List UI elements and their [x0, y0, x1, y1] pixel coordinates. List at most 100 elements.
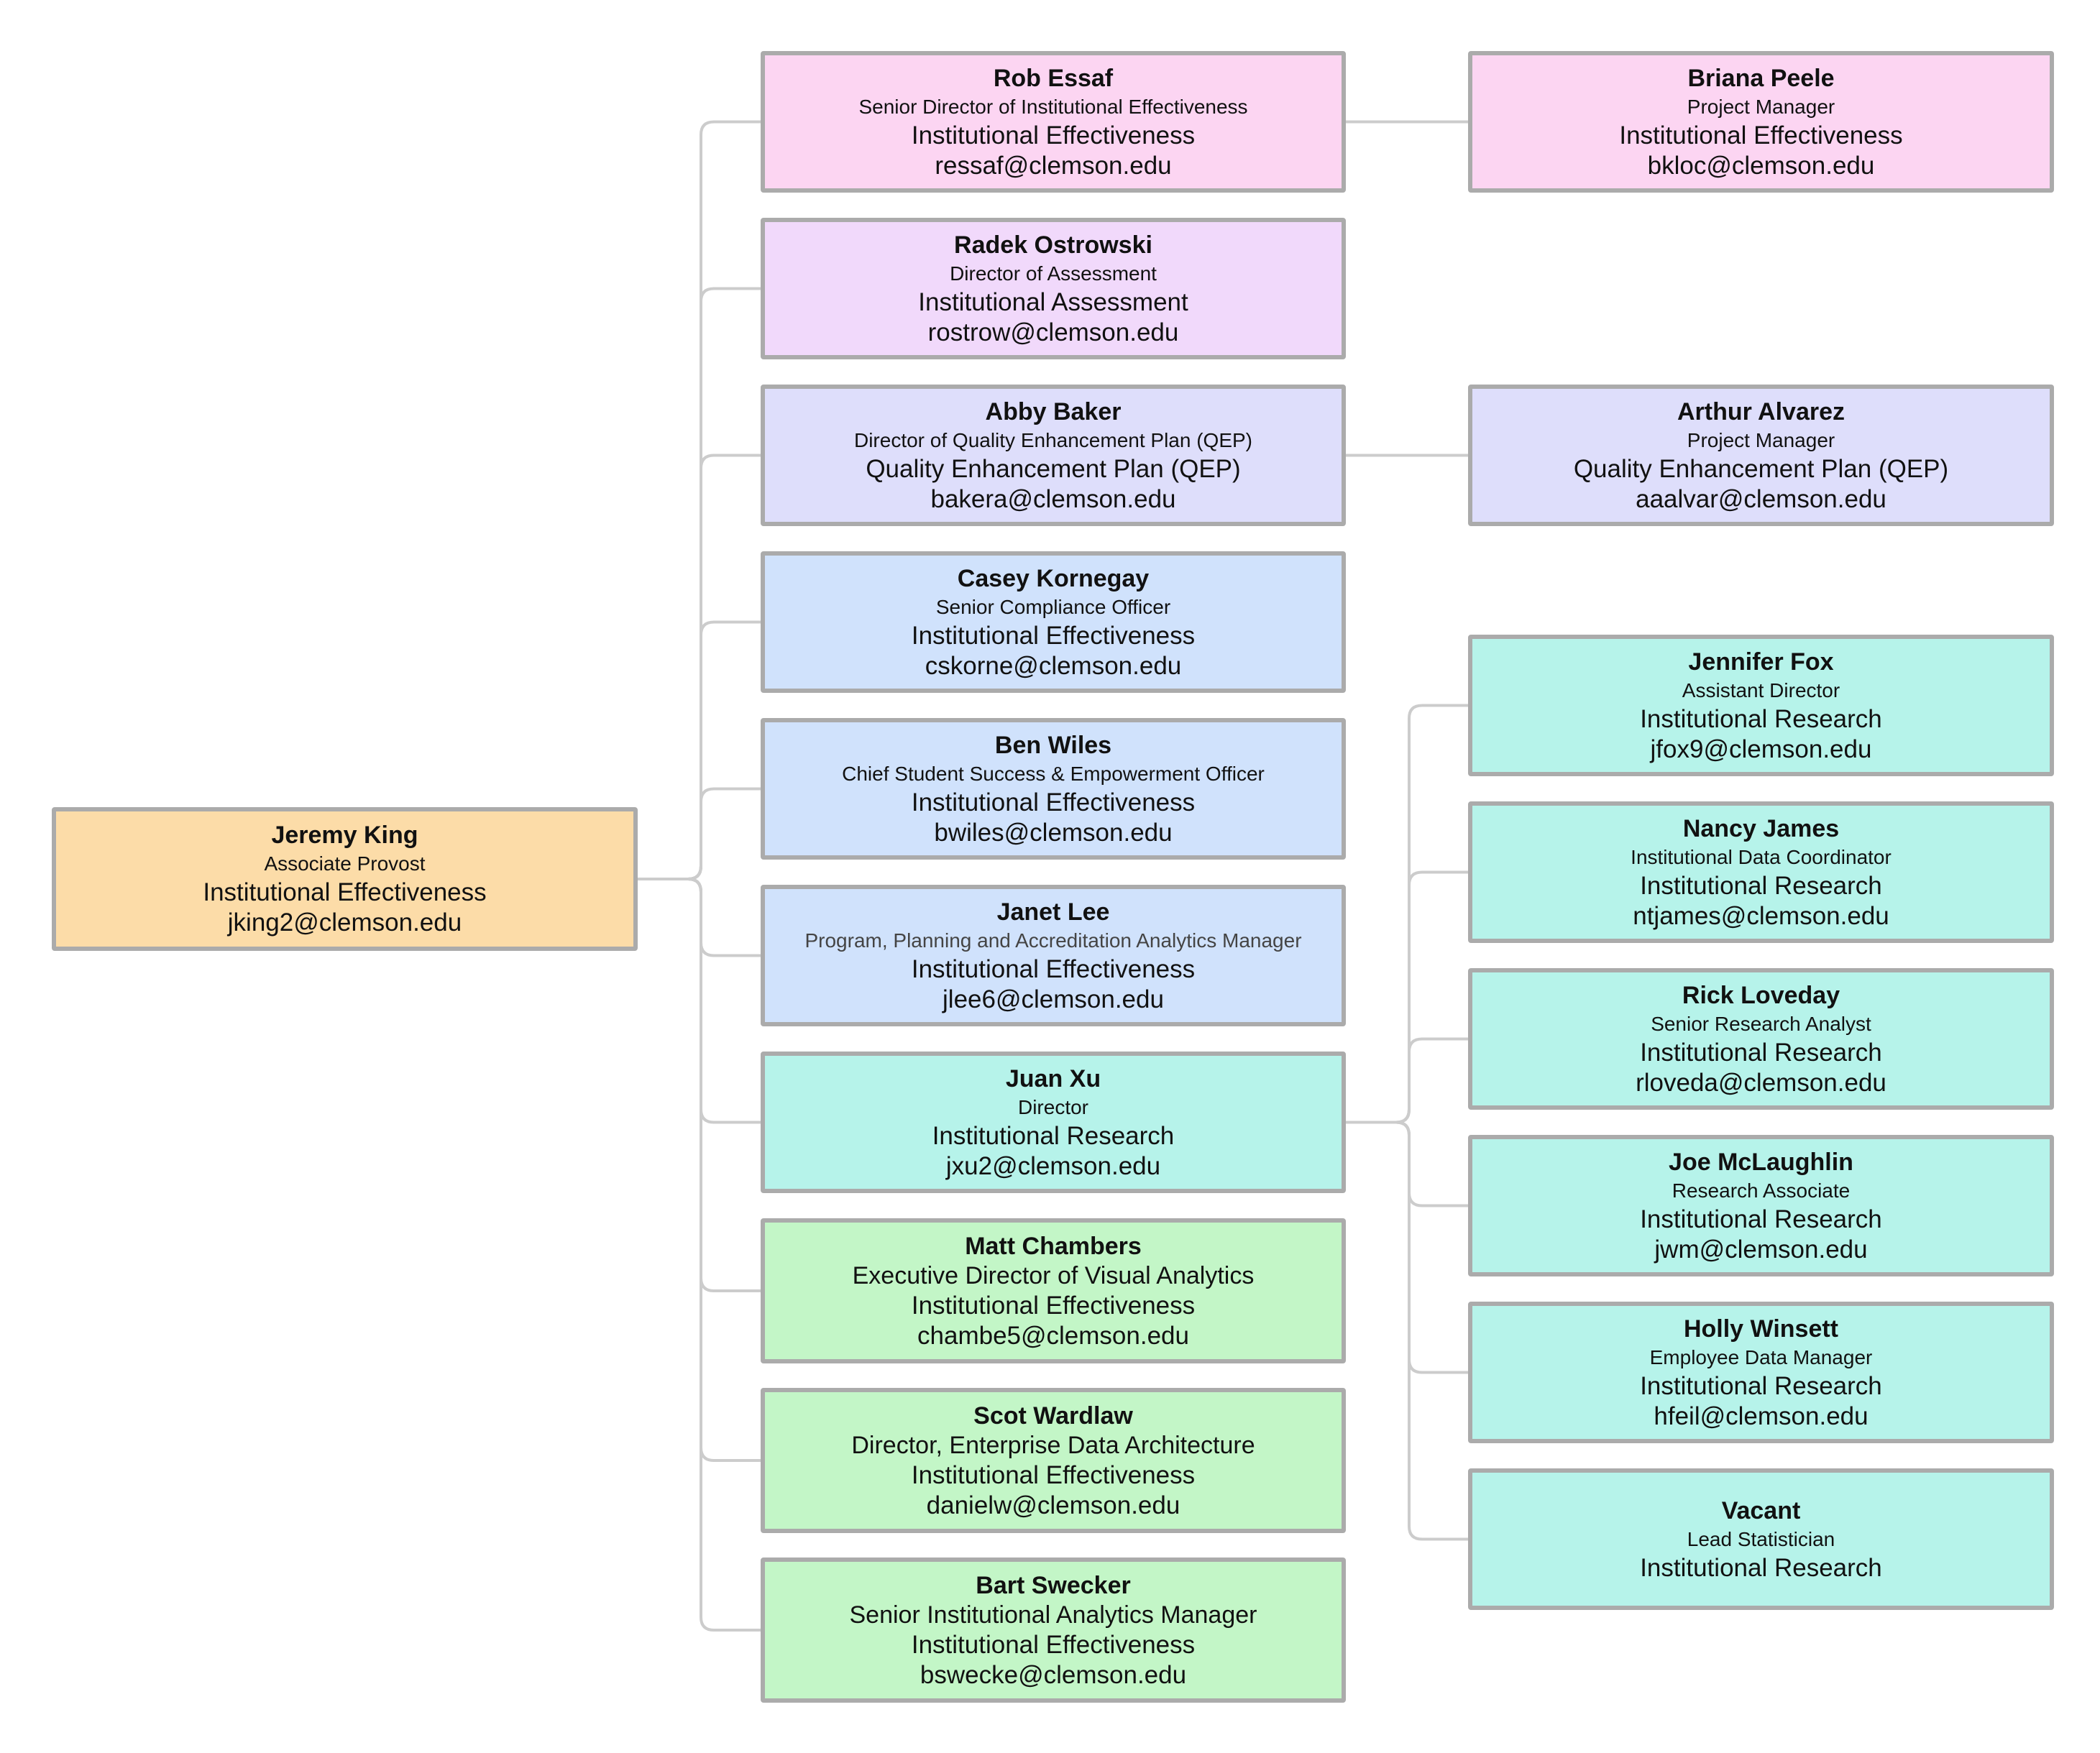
node-email: ressaf@clemson.edu [935, 151, 1172, 180]
node-name: Ben Wiles [994, 731, 1112, 759]
node-title: Senior Compliance Officer [935, 595, 1171, 618]
node-email: cskorne@clemson.edu [925, 651, 1182, 680]
node-email: hfeil@clemson.edu [1654, 1402, 1869, 1430]
connector-line [1346, 870, 1468, 1124]
node-title: Project Manager [1687, 95, 1835, 118]
node-title: Associate Provost [264, 852, 426, 875]
node-email: rostrow@clemson.edu [927, 318, 1179, 346]
node-title: Chief Student Success & Empowerment Offi… [842, 762, 1265, 785]
node-title: Senior Director of Institutional Effecti… [858, 95, 1248, 118]
connector-line [687, 454, 761, 880]
node-department: Institutional Research [1640, 1553, 1882, 1582]
node-rick-loveday[interactable]: Rick Loveday Senior Research Analyst Ins… [1468, 968, 2054, 1110]
node-email: jfox9@clemson.edu [1650, 735, 1872, 763]
node-name: Rick Loveday [1682, 981, 1840, 1009]
node-title: Senior Research Analyst [1651, 1012, 1871, 1035]
node-department: Institutional Effectiveness [911, 954, 1196, 983]
node-arthur-alvarez[interactable]: Arthur Alvarez Project Manager Quality E… [1468, 385, 2054, 526]
node-name: Joe McLaughlin [1669, 1148, 1853, 1176]
node-title: Research Associate [1672, 1179, 1851, 1202]
node-department: Institutional Research [1640, 1038, 1882, 1067]
node-jeremy-king[interactable]: Jeremy King Associate Provost Institutio… [52, 807, 638, 951]
node-email: chambe5@clemson.edu [917, 1321, 1189, 1350]
node-name: Holly Winsett [1683, 1315, 1839, 1343]
node-matt-chambers[interactable]: Matt Chambers Executive Director of Visu… [761, 1218, 1346, 1363]
node-name: Bart Swecker [976, 1571, 1131, 1599]
connector-line [687, 878, 761, 1632]
node-title: Project Manager [1687, 428, 1835, 451]
node-name: Vacant [1721, 1496, 1801, 1524]
node-name: Jeremy King [271, 822, 418, 849]
node-name: Radek Ostrowski [954, 231, 1152, 259]
node-name: Nancy James [1682, 814, 1840, 842]
connector-line [1346, 1121, 1468, 1374]
connector-line [687, 878, 761, 957]
node-department: Institutional Research [1640, 704, 1882, 733]
node-department: Institutional Effectiveness [911, 788, 1196, 816]
node-title: Program, Planning and Accreditation Anal… [804, 929, 1302, 952]
node-name: Rob Essaf [993, 64, 1114, 92]
node-title: Assistant Director [1682, 678, 1840, 701]
connector-line [687, 620, 761, 880]
node-department: Institutional Effectiveness [911, 1460, 1196, 1489]
node-rob-essaf[interactable]: Rob Essaf Senior Director of Institution… [761, 51, 1346, 193]
node-department: Quality Enhancement Plan (QEP) [1573, 454, 1949, 483]
node-title: Director of Quality Enhancement Plan (QE… [853, 428, 1252, 451]
node-department: Institutional Assessment [918, 287, 1188, 316]
node-bart-swecker[interactable]: Bart Swecker Senior Institutional Analyt… [761, 1558, 1346, 1703]
connector-line [687, 878, 761, 1462]
connector-line [1346, 1121, 1468, 1541]
node-email: bkloc@clemson.edu [1647, 151, 1875, 180]
node-juan-xu[interactable]: Juan Xu Director Institutional Research … [761, 1052, 1346, 1193]
node-department: Institutional Research [932, 1121, 1175, 1150]
node-email: ntjames@clemson.edu [1633, 901, 1889, 930]
node-janet-lee[interactable]: Janet Lee Program, Planning and Accredit… [761, 885, 1346, 1026]
node-department: Institutional Effectiveness [911, 621, 1196, 650]
node-name: Casey Kornegay [957, 564, 1150, 592]
node-department: Institutional Research [1640, 871, 1882, 900]
connector-line [687, 878, 761, 1292]
node-department: Institutional Effectiveness [203, 878, 487, 906]
node-briana-peele[interactable]: Briana Peele Project Manager Institution… [1468, 51, 2054, 193]
connector-line [687, 120, 761, 880]
node-name: Matt Chambers [965, 1232, 1142, 1260]
node-title: Director of Assessment [950, 262, 1157, 285]
node-name: Juan Xu [1005, 1064, 1101, 1092]
node-email: rloveda@clemson.edu [1636, 1068, 1886, 1097]
node-department: Institutional Research [1640, 1205, 1882, 1233]
connector-line [687, 287, 761, 880]
node-title: Executive Director of Visual Analytics [852, 1261, 1255, 1289]
node-vacant[interactable]: Vacant Lead Statistician Institutional R… [1468, 1468, 2054, 1610]
connector-line [687, 878, 761, 1124]
node-joe-mclaughlin[interactable]: Joe McLaughlin Research Associate Instit… [1468, 1135, 2054, 1276]
connector-line [1346, 1121, 1468, 1207]
connector-line [687, 787, 761, 880]
node-email: aaalvar@clemson.edu [1636, 484, 1886, 513]
node-scot-wardlaw[interactable]: Scot Wardlaw Director, Enterprise Data A… [761, 1388, 1346, 1533]
node-casey-kornegay[interactable]: Casey Kornegay Senior Compliance Officer… [761, 551, 1346, 693]
node-title: Employee Data Manager [1649, 1345, 1873, 1368]
node-name: Arthur Alvarez [1677, 397, 1845, 425]
node-email: jking2@clemson.edu [227, 908, 462, 937]
connector-line [1346, 704, 1468, 1124]
node-email: jwm@clemson.edu [1654, 1235, 1868, 1264]
node-department: Institutional Effectiveness [911, 1291, 1196, 1320]
node-title: Director [1017, 1095, 1088, 1118]
node-email: bakera@clemson.edu [930, 484, 1176, 513]
node-department: Institutional Effectiveness [911, 1630, 1196, 1659]
node-nancy-james[interactable]: Nancy James Institutional Data Coordinat… [1468, 801, 2054, 943]
node-department: Institutional Effectiveness [911, 121, 1196, 149]
node-title: Institutional Data Coordinator [1631, 845, 1892, 868]
node-ben-wiles[interactable]: Ben Wiles Chief Student Success & Empowe… [761, 718, 1346, 860]
node-email: jxu2@clemson.edu [945, 1151, 1161, 1180]
node-email: jlee6@clemson.edu [943, 985, 1164, 1013]
node-radek-ostrowski[interactable]: Radek Ostrowski Director of Assessment I… [761, 218, 1346, 359]
node-abby-baker[interactable]: Abby Baker Director of Quality Enhanceme… [761, 385, 1346, 526]
node-name: Scot Wardlaw [973, 1402, 1133, 1430]
node-department: Quality Enhancement Plan (QEP) [866, 454, 1241, 483]
node-jennifer-fox[interactable]: Jennifer Fox Assistant Director Institut… [1468, 635, 2054, 776]
node-holly-winsett[interactable]: Holly Winsett Employee Data Manager Inst… [1468, 1302, 2054, 1443]
node-name: Jennifer Fox [1688, 648, 1834, 676]
